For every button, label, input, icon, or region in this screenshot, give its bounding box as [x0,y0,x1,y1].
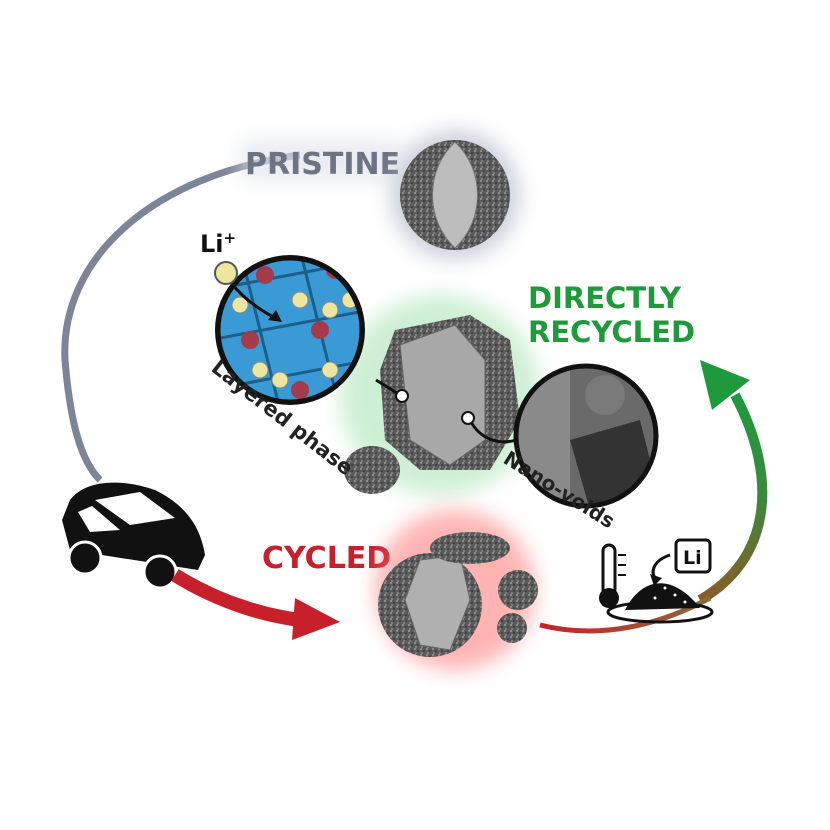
car-icon [62,482,205,590]
li-ion-label: Li+ [200,229,236,258]
thermometer-icon [599,543,626,608]
li-ion-icon [214,261,238,285]
cycled-arrowhead-icon [292,598,340,640]
recycled-path-arrow [697,392,768,605]
pristine-label: PRISTINE [245,147,400,182]
li-box [674,538,712,574]
cycled-label: CYCLED [262,541,391,576]
directly-recycled-label-line2: RECYCLED [528,315,695,349]
li-box-label: Li [683,547,702,569]
recycled-arrowhead-icon [700,360,750,410]
powder-pile-icon [625,583,700,610]
directly-recycled-label-line1: DIRECTLY [528,281,682,315]
cycled-path-arrow [171,569,301,627]
pristine-path-arrow [61,151,301,483]
